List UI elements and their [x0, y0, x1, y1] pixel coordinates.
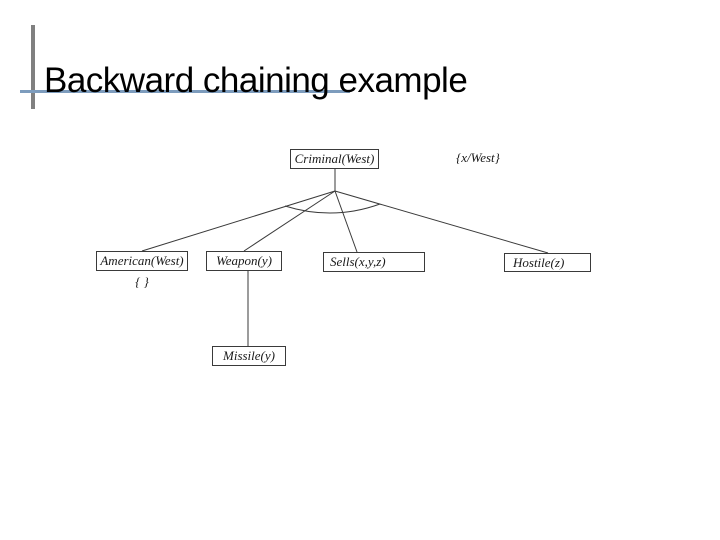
- node-weapon-label: Weapon(y): [216, 253, 272, 268]
- slide-title: Backward chaining example: [44, 61, 468, 101]
- node-weapon: Weapon(y): [206, 251, 282, 271]
- node-hostile-label: Hostile(z): [513, 254, 565, 270]
- node-criminal: Criminal(West): [290, 149, 379, 169]
- edge-criminal-sells: [334, 190, 358, 253]
- node-american-label: American(West): [100, 253, 184, 268]
- node-sells-label: Sells(x,y,z): [330, 254, 386, 269]
- node-missile: Missile(y): [212, 346, 286, 366]
- and-arc: [284, 203, 381, 214]
- title-accent-bar: [31, 25, 35, 109]
- node-missile-label: Missile(y): [223, 348, 275, 363]
- title-underline: [20, 90, 350, 93]
- edge-criminal-hostile: [334, 190, 549, 254]
- node-american: American(West): [96, 251, 188, 271]
- substitution-x-west: {x/West}: [456, 150, 500, 165]
- edge-criminal-weapon: [243, 190, 336, 252]
- node-hostile: Hostile(z): [504, 253, 591, 272]
- node-criminal-label: Criminal(West): [294, 151, 375, 166]
- edge-criminal-american: [141, 190, 336, 252]
- node-sells: Sells(x,y,z): [323, 252, 425, 272]
- substitution-empty: { }: [135, 274, 149, 289]
